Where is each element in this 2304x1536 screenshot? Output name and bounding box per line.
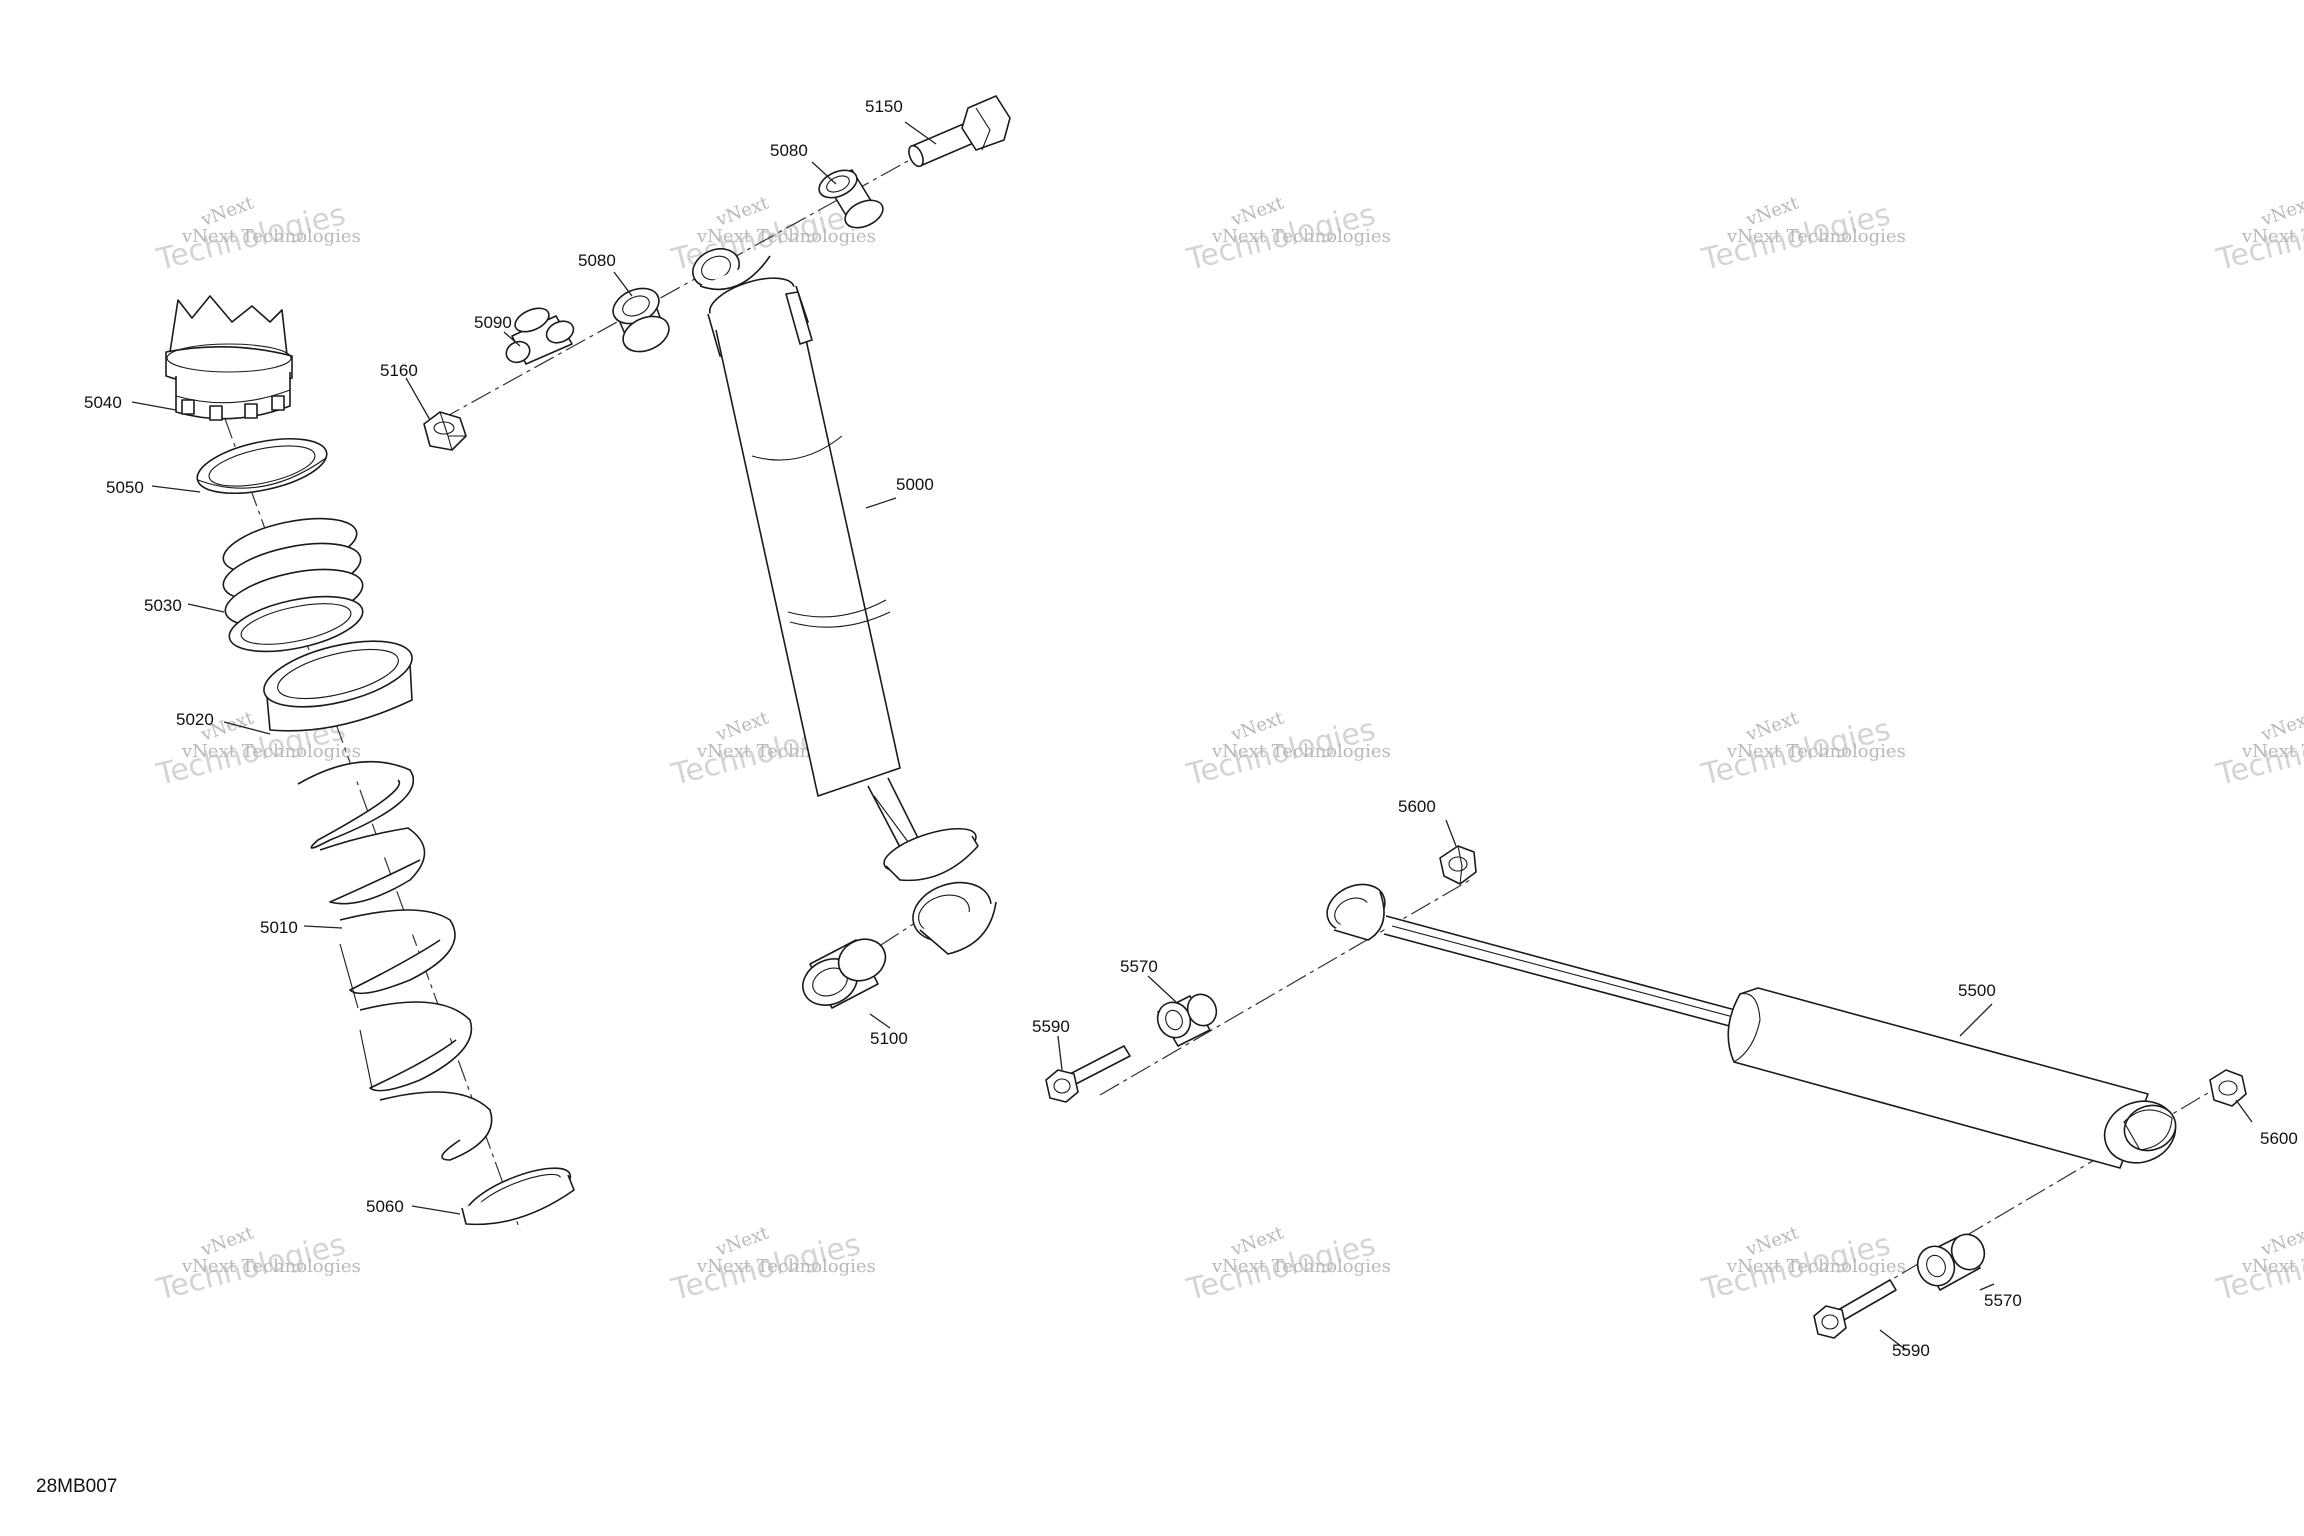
watermark-vnext-technologies: vNext Technologies bbox=[1211, 226, 1391, 247]
label-5570-left: 5570 bbox=[1120, 957, 1158, 976]
watermark-vnext-technologies: vNext Technologies bbox=[181, 741, 361, 762]
part-5000-front-shock bbox=[692, 248, 997, 955]
watermark-vnext-technologies: vNext Technologies bbox=[1211, 741, 1391, 762]
label-5570-right: 5570 bbox=[1984, 1291, 2022, 1310]
part-5600-nut-lower bbox=[2209, 1069, 2247, 1107]
part-5590-bolt-left bbox=[1045, 1045, 1131, 1103]
watermark-vnext-technologies: vNext Technologies bbox=[1726, 1256, 1906, 1277]
label-5150: 5150 bbox=[865, 97, 903, 116]
label-5500: 5500 bbox=[1958, 981, 1996, 1000]
part-5040-spring-cap bbox=[165, 295, 293, 421]
label-5600-upper: 5600 bbox=[1398, 797, 1436, 816]
part-5060-retainer bbox=[461, 1167, 575, 1226]
label-5080-lower: 5080 bbox=[578, 251, 616, 270]
label-5600-lower: 5600 bbox=[2260, 1129, 2298, 1148]
label-5590-left: 5590 bbox=[1032, 1017, 1070, 1036]
figure-code: 28MB007 bbox=[36, 1476, 117, 1497]
label-5590-right: 5590 bbox=[1892, 1341, 1930, 1360]
watermark-vnext-technologies: vNext Technologies bbox=[1726, 226, 1906, 247]
part-5100-bushing bbox=[802, 938, 887, 1009]
watermark-vnext-technologies: vNext Technologies bbox=[181, 226, 361, 247]
watermark-vnext-technologies: vNext Technologies bbox=[2241, 226, 2304, 247]
part-5080-lower-bushing bbox=[612, 287, 670, 353]
part-5010-main-spring bbox=[297, 760, 493, 1161]
watermark-vnext-technologies: vNext Technologies bbox=[181, 1256, 361, 1277]
part-5160-nut bbox=[423, 411, 467, 451]
part-5020-adapter-ring bbox=[263, 640, 413, 732]
label-5040: 5040 bbox=[84, 393, 122, 412]
part-5590-bolt-right bbox=[1813, 1279, 1897, 1339]
assembly-axes bbox=[199, 109, 2231, 1311]
part-5030-helper-spring bbox=[222, 517, 364, 653]
label-5030: 5030 bbox=[144, 596, 182, 615]
watermark-vnext-technologies: vNext Technologies bbox=[696, 226, 876, 247]
part-5050-washer bbox=[196, 438, 328, 494]
label-5090: 5090 bbox=[474, 313, 512, 332]
leader-lines bbox=[131, 121, 2253, 1351]
part-labels: 5150 5080 5080 5090 5160 5040 5050 5030 … bbox=[84, 97, 2298, 1360]
watermark-vnext-technologies: vNext Technologies bbox=[1726, 741, 1906, 762]
watermark-vnext-technologies: vNext Technologies bbox=[2241, 741, 2304, 762]
label-5060: 5060 bbox=[366, 1197, 404, 1216]
label-5000: 5000 bbox=[896, 475, 934, 494]
label-5020: 5020 bbox=[176, 710, 214, 729]
part-5150-bolt bbox=[908, 95, 1011, 168]
label-5080-upper: 5080 bbox=[770, 141, 808, 160]
watermark-vnext-technologies: vNext Technologies bbox=[696, 1256, 876, 1277]
part-5500-steering-damper bbox=[1326, 883, 2177, 1169]
watermark-vnext-technologies: vNext Technologies bbox=[1211, 1256, 1391, 1277]
part-5570-spacer-right bbox=[1916, 1233, 1986, 1291]
part-5570-spacer-left bbox=[1156, 993, 1218, 1047]
part-5600-nut-upper bbox=[1439, 845, 1477, 885]
label-5050: 5050 bbox=[106, 478, 144, 497]
label-5100: 5100 bbox=[870, 1029, 908, 1048]
label-5160: 5160 bbox=[380, 361, 418, 380]
part-5090-sleeve bbox=[505, 307, 575, 365]
label-5010: 5010 bbox=[260, 918, 298, 937]
watermark-vnext-technologies: vNext Technologies bbox=[2241, 1256, 2304, 1277]
